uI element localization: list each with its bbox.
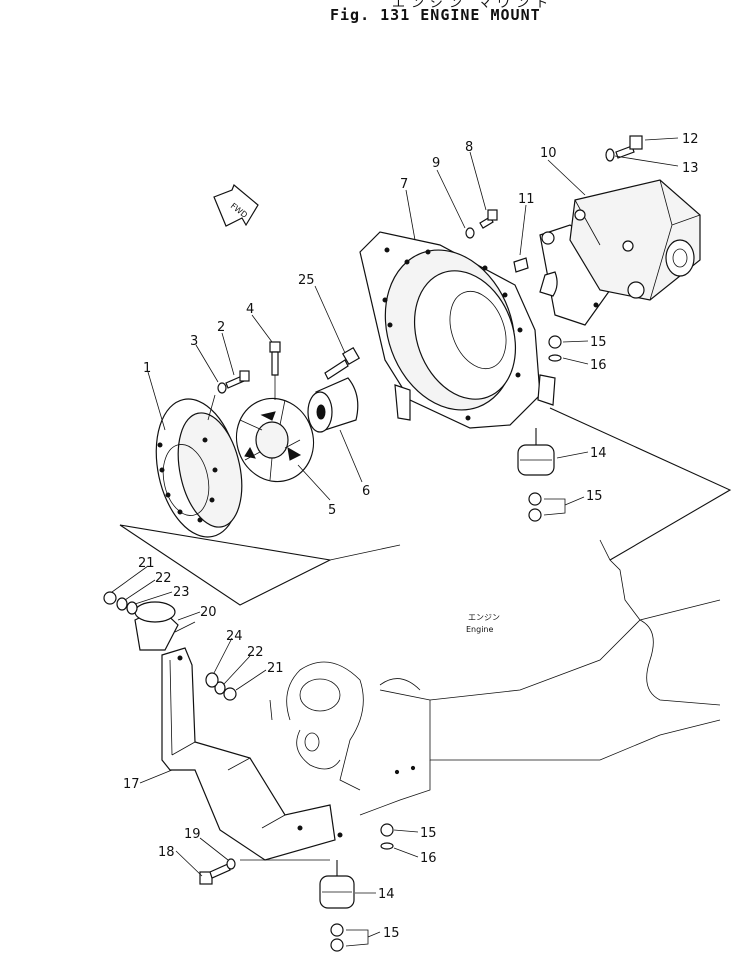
callout-15-upper: 15 <box>590 335 607 350</box>
callout-4: 4 <box>246 302 254 317</box>
part-10-hydraulic-pump <box>539 179 701 326</box>
callout-18: 18 <box>158 845 175 860</box>
mounting-plane-lines <box>119 407 732 606</box>
callout-22-lower: 22 <box>247 645 264 660</box>
engine-label: エンジン Engine <box>466 613 500 634</box>
callout-24: 24 <box>226 629 243 644</box>
callout-12: 12 <box>682 132 699 147</box>
callout-3: 3 <box>190 334 198 349</box>
part-22-washer <box>116 597 226 695</box>
part-9-washer <box>465 227 475 239</box>
part-8-bolt <box>479 209 498 229</box>
part-23-washer <box>126 601 138 615</box>
callout-10: 10 <box>540 146 557 161</box>
part-14-rubber-mount-lower <box>319 860 355 909</box>
callout-14-upper: 14 <box>590 446 607 461</box>
part-16-washer-upper <box>548 354 562 362</box>
part-16-washer-lower <box>380 842 394 850</box>
callout-6: 6 <box>362 484 370 499</box>
callout-19: 19 <box>184 827 201 842</box>
part-25-bolt <box>324 346 361 380</box>
part-5-rubber-coupling <box>235 397 315 483</box>
callout-20: 20 <box>200 605 217 620</box>
part-13-washer <box>605 148 615 162</box>
callout-22: 22 <box>155 571 172 586</box>
callout-1: 1 <box>143 361 151 376</box>
fwd-arrow-icon: FWD <box>213 184 259 227</box>
part-11-key <box>513 257 529 273</box>
part-15-nut-lower <box>330 823 394 952</box>
callout-16-lower: 16 <box>420 851 437 866</box>
callout-15-pair-lower: 15 <box>383 926 400 941</box>
part-15-nut-upper <box>528 335 562 522</box>
callout-21: 21 <box>138 556 155 571</box>
callout-15-pair-upper: 15 <box>586 489 603 504</box>
callout-16-upper: 16 <box>590 358 607 373</box>
callout-8: 8 <box>465 140 473 155</box>
callout-15-lower: 15 <box>420 826 437 841</box>
part-17-mount-bracket <box>161 647 343 861</box>
callout-7: 7 <box>400 177 408 192</box>
part-20-rubber-mount-front <box>134 601 196 651</box>
part-12-bolt <box>615 135 643 159</box>
part-3-washer <box>207 382 227 421</box>
part-18-bolt <box>199 863 231 885</box>
leader-lines <box>111 137 679 947</box>
part-14-rubber-mount-upper <box>517 428 555 476</box>
callout-5: 5 <box>328 503 336 518</box>
part-6-hub <box>307 377 359 433</box>
callout-14-lower: 14 <box>378 887 395 902</box>
callout-23: 23 <box>173 585 190 600</box>
svg-text:Engine: Engine <box>466 625 493 634</box>
part-4-bolt <box>269 341 281 400</box>
callout-numbers: 1 2 3 4 5 6 7 8 9 10 11 12 13 14 15 16 1… <box>123 132 699 941</box>
callout-2: 2 <box>217 320 225 335</box>
engine-block <box>269 539 721 816</box>
part-19-washer <box>226 858 236 870</box>
part-7-flywheel-housing <box>359 231 556 429</box>
part-21-nut <box>103 591 237 701</box>
callout-9: 9 <box>432 156 440 171</box>
part-1-coupling-plate <box>155 398 243 538</box>
part-2-bolt <box>225 370 250 389</box>
svg-text:エンジン: エンジン <box>468 613 500 622</box>
callout-21-lower: 21 <box>267 661 284 676</box>
title-japanese: エンジン マウント <box>392 0 555 11</box>
part-24-washer <box>205 672 219 688</box>
callout-17: 17 <box>123 777 140 792</box>
callout-13: 13 <box>682 161 699 176</box>
callout-25: 25 <box>298 273 315 288</box>
page-title: Fig. 131 ENGINE MOUNT <box>330 6 541 24</box>
callout-11: 11 <box>518 192 535 207</box>
